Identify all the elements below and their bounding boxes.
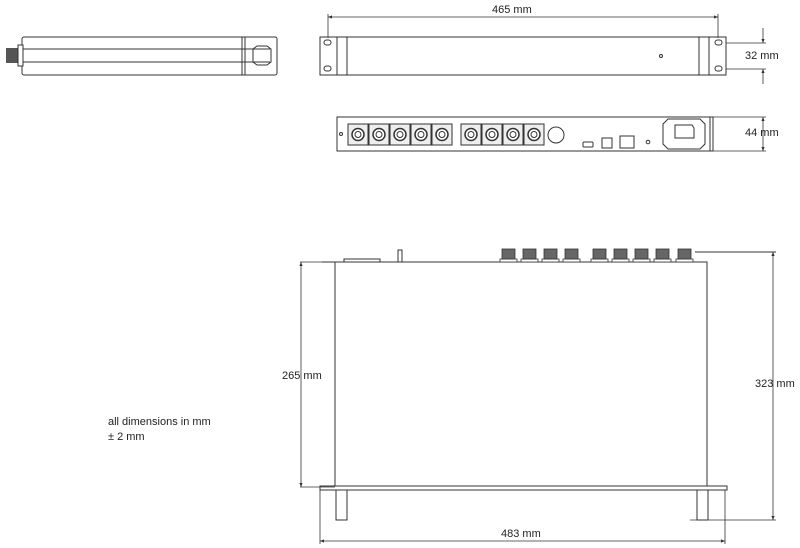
front-view [319,14,766,84]
note-line-2: ± 2 mm [108,431,145,443]
top-connector-icon [590,248,609,263]
rear-view [336,116,766,152]
power-inlet-icon [662,118,706,150]
side-view [6,36,278,76]
top-view [299,248,776,544]
dim-label-465: 465 mm [492,4,532,16]
xlr-connector-icon [460,123,482,146]
knob-icon [6,48,18,63]
top-connector-icon [499,248,518,263]
dim-label-323: 323 mm [755,378,795,390]
xlr-connector-icon [502,123,524,146]
top-connector-icon [562,248,581,263]
top-connector-icon [653,248,672,263]
xlr-connector-icon [481,123,503,146]
top-connector-icon [675,248,694,263]
xlr-connector-icon [368,123,390,146]
top-connector-icon [611,248,630,263]
xlr-connector-icon [431,123,453,146]
note-line-1: all dimensions in mm [108,416,211,428]
top-connector-icon [541,248,560,263]
dim-label-265: 265 mm [282,370,322,382]
xlr-connector-icon [347,123,369,146]
xlr-connector-icon [523,123,545,146]
top-connector-icon [520,248,539,263]
dim-label-483: 483 mm [501,528,541,540]
xlr-connector-icon [410,123,432,146]
xlr-connector-icon [389,123,411,146]
dim-label-32: 32 mm [745,50,779,62]
top-connector-icon [632,248,651,263]
dim-label-44: 44 mm [745,127,779,139]
